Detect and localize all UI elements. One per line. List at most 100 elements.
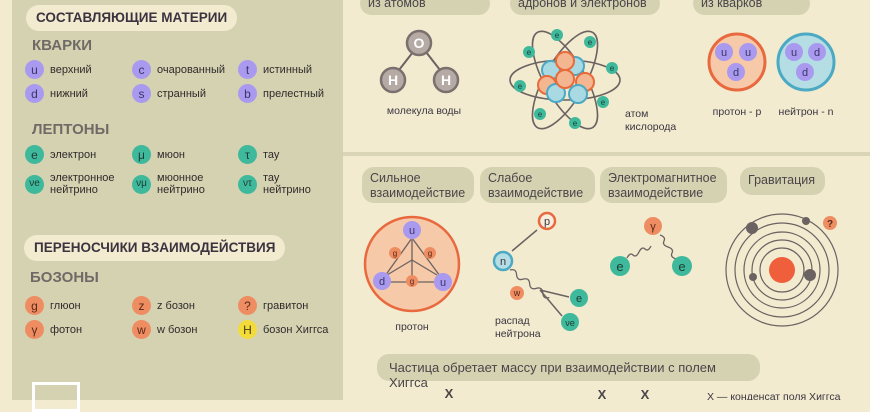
quark-u: u [409, 225, 415, 237]
particle-symbol: ? [238, 296, 257, 315]
particle-symbol: e [25, 145, 44, 164]
quark-u: u [745, 47, 751, 59]
particle-symbol: b [238, 84, 257, 103]
em-electron: e [616, 259, 623, 274]
quark-d: d [733, 67, 739, 79]
weak-electron: e [576, 293, 582, 305]
electron-label: e [588, 38, 593, 47]
higgs-mark: X [598, 387, 607, 400]
quark-d: d [814, 47, 820, 59]
particles-panel [12, 0, 343, 400]
strong-line2: взаимодействие [370, 186, 466, 200]
particle-lepton: νe электронное нейтрино [25, 172, 116, 196]
diagrams: O H H молекула воды e e e e e e e e атом кислор… [363, 29, 841, 400]
particle-label: электрон [50, 148, 97, 161]
particle-lepton: ντ тау нейтрино [238, 172, 329, 196]
particle-symbol: νe [25, 174, 44, 194]
em-line2: взаимодействие [608, 186, 704, 200]
hadrons-pill: адронов и электронов [510, 0, 660, 15]
particle-symbol: s [132, 84, 151, 103]
particle-label: глюон [50, 299, 81, 312]
higgs-pill: Частица обретает массу при взаимодействи… [377, 354, 760, 390]
particle-symbol: H [238, 320, 257, 339]
electron-label: e [527, 48, 532, 57]
particle-symbol: c [132, 60, 151, 79]
quarks-pill: из кварков [693, 0, 810, 15]
particle-label: странный [157, 87, 206, 100]
graviton: ? [827, 219, 833, 230]
leptons-heading: ЛЕПТОНЫ [32, 121, 110, 138]
neutron-label: нейтрон - n [779, 106, 834, 118]
strong-proton-label: протон [395, 321, 429, 333]
strong-diagram: u d u g g g [363, 215, 461, 313]
neutron: u d d [776, 32, 836, 92]
particle-label: w бозон [157, 323, 198, 336]
particle-boson: ?гравитон [238, 296, 308, 315]
matter-title: СОСТАВЛЯЮЩИЕ МАТЕРИИ [26, 5, 238, 31]
electron [584, 36, 596, 48]
electron [569, 117, 581, 129]
higgs-mark: X [641, 387, 650, 400]
decay-label-2: нейтрона [495, 328, 541, 340]
electron-label: e [573, 119, 578, 128]
particle-label: фотон [50, 323, 83, 336]
particle-symbol: t [238, 60, 257, 79]
gluon: g [428, 249, 432, 258]
particle-label: тау нейтрино [263, 172, 311, 196]
particle-lepton: e электрон [25, 145, 96, 164]
divider [343, 152, 870, 156]
particle-label: электронное нейтрино [50, 172, 115, 196]
particle-symbol: τ [238, 145, 257, 164]
particle-symbol: νμ [132, 174, 151, 194]
particle-label: z бозон [157, 299, 195, 312]
quark-u: u [440, 277, 446, 289]
particle-quark: s странный [132, 84, 206, 103]
higgs-legend: X — конденсат поля Хиггса [707, 391, 841, 400]
atom-label-2: кислорода [625, 121, 676, 133]
weak-diagram: p n w e νe [492, 211, 588, 331]
strong-line1: Сильное [370, 171, 421, 185]
quark-d: d [802, 67, 808, 79]
weak-neutrino: νe [565, 318, 575, 328]
particle-label: нижний [50, 87, 88, 100]
particle-symbol: g [25, 296, 44, 315]
electron-label: e [601, 98, 606, 107]
atoms-pill: из атомов [360, 0, 490, 15]
electron [551, 29, 563, 41]
hydrogen-label: H [441, 72, 451, 88]
em-electron: e [678, 259, 685, 274]
particle-label: бозон Хиггса [263, 323, 329, 336]
particle-boson: w w бозон [132, 320, 197, 339]
electron-label: e [538, 110, 543, 119]
oxygen-label: O [414, 35, 425, 51]
em-line1: Электромагнитное [608, 171, 717, 185]
particle-symbol: ντ [238, 174, 257, 194]
water-label: молекула воды [387, 105, 461, 117]
particle-label: мюон [157, 148, 186, 161]
weak-proton: p [544, 216, 550, 228]
gravity-diagram [725, 213, 839, 327]
decay-label-1: распад [495, 315, 530, 327]
electron [597, 96, 609, 108]
particle-label: истинный [263, 63, 313, 76]
particle-symbol: μ [132, 145, 151, 164]
weak-line1: Слабое [488, 171, 533, 185]
higgs-mark: X [445, 386, 454, 400]
electron [606, 62, 618, 74]
electron [534, 108, 546, 120]
photon: γ [650, 221, 656, 233]
particle-symbol: w [132, 320, 151, 339]
water-molecule: O H H [379, 29, 460, 94]
atom-label-1: атом [625, 108, 648, 120]
weak-line2: взаимодействие [488, 186, 584, 200]
proton: u u d [707, 32, 767, 92]
